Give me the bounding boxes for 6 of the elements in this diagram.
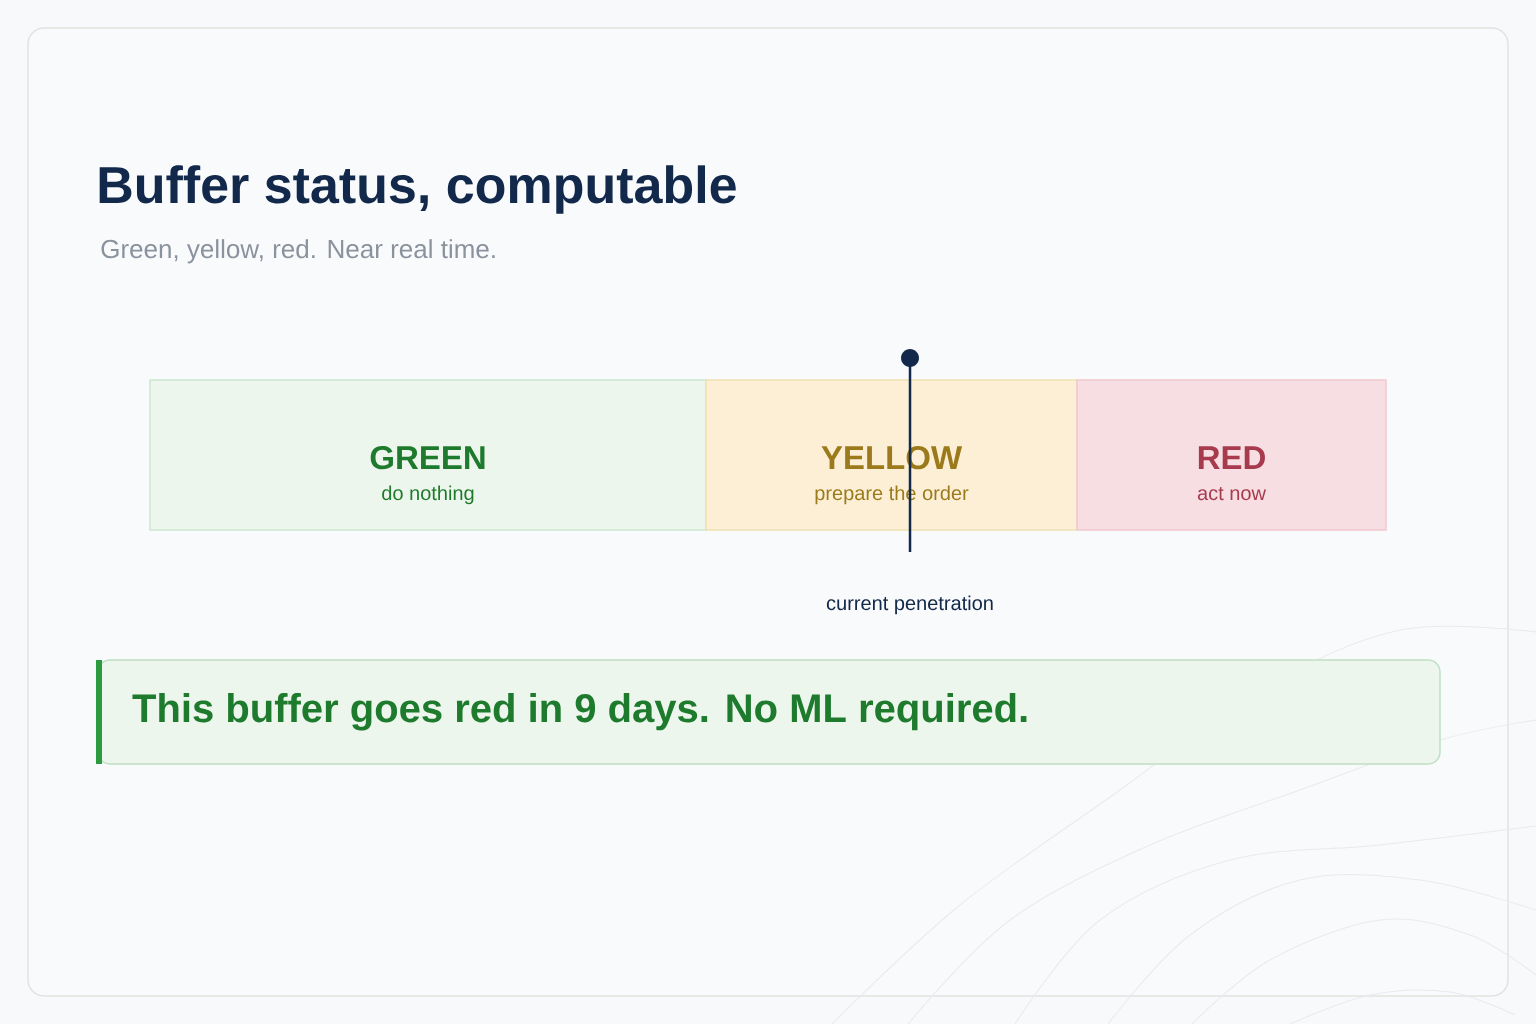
zone-box: RED act now [1076,379,1387,531]
callout-box: This buffer goes red in 9 days. No ML required. [97,659,1441,765]
marker-label: current penetration [826,595,993,615]
title: Buffer status, computable [99,165,736,214]
subtitle: Green, yellow, red. Near real time. [101,239,495,264]
zone-box: GREEN do nothing [149,379,707,531]
